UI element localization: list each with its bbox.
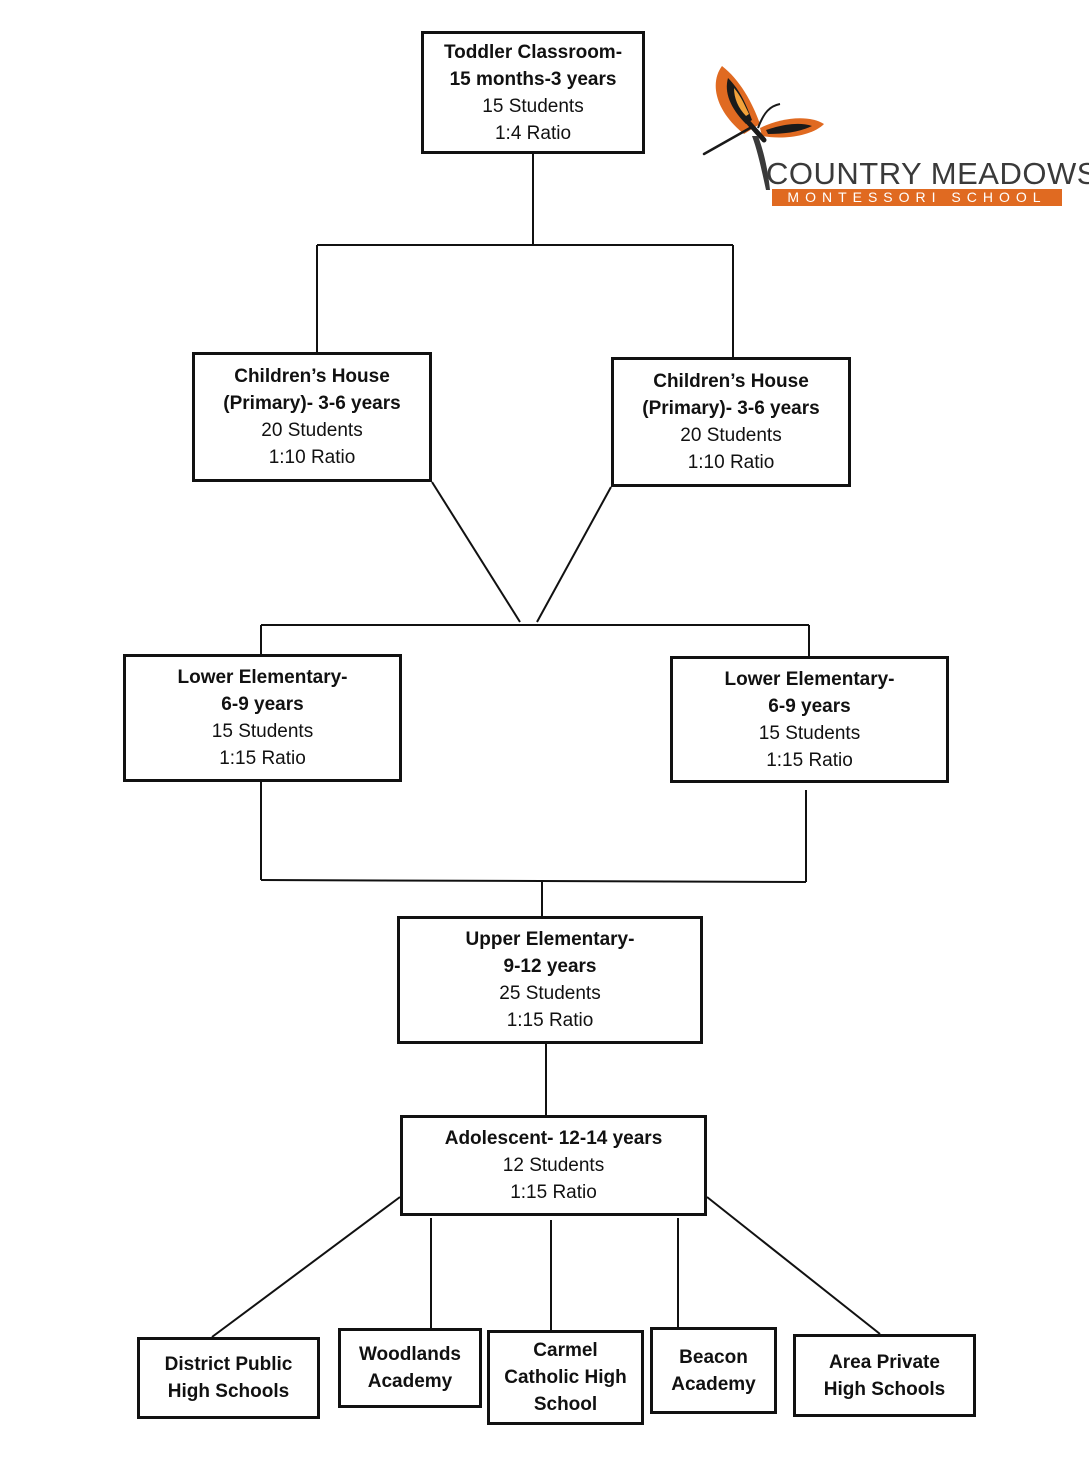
lower-elementary-box-2: Lower Elementary- 6-9 years 15 Students … bbox=[670, 656, 949, 783]
box-age-range: 6-9 years bbox=[221, 694, 304, 715]
box-ratio: 1:15 Ratio bbox=[219, 748, 306, 769]
school-name-line: High Schools bbox=[823, 1378, 946, 1400]
logo-tagline: MONTESSORI SCHOOL bbox=[772, 189, 1062, 206]
school-logo: COUNTRY MEADOWS MONTESSORI SCHOOL bbox=[700, 62, 1089, 212]
box-ratio: 1:15 Ratio bbox=[506, 1010, 594, 1031]
box-students: 15 Students bbox=[211, 721, 314, 742]
box-title: Lower Elementary- bbox=[724, 668, 895, 690]
lower-elementary-box-1: Lower Elementary- 6-9 years 15 Students … bbox=[123, 654, 402, 782]
box-title: Upper Elementary- bbox=[465, 929, 635, 950]
school-name-line: Academy bbox=[671, 1373, 756, 1395]
box-students: 12 Students bbox=[502, 1155, 605, 1176]
school-name-line: Carmel bbox=[533, 1340, 598, 1361]
box-title: Lower Elementary- bbox=[177, 667, 348, 688]
box-age-range: (Primary)- 3-6 years bbox=[642, 398, 820, 419]
school-box-beacon: Beacon Academy bbox=[650, 1327, 777, 1414]
box-ratio: 1:10 Ratio bbox=[268, 447, 356, 468]
school-name-line: Area Private bbox=[829, 1351, 940, 1373]
school-name-line: District Public bbox=[164, 1354, 293, 1375]
box-ratio: 1:10 Ratio bbox=[687, 452, 775, 473]
upper-elementary-box: Upper Elementary- 9-12 years 25 Students… bbox=[397, 916, 703, 1044]
box-students: 25 Students bbox=[499, 983, 601, 1004]
school-box-district-public: District Public High Schools bbox=[137, 1337, 320, 1419]
school-name-line: Catholic High bbox=[504, 1367, 627, 1388]
childrens-house-box-2: Children’s House (Primary)- 3-6 years 20… bbox=[611, 357, 851, 487]
school-name-line: School bbox=[533, 1394, 598, 1415]
box-students: 15 Students bbox=[758, 722, 861, 744]
school-box-area-private: Area Private High Schools bbox=[793, 1334, 976, 1417]
box-age-range: 6-9 years bbox=[768, 695, 851, 717]
school-box-woodlands: Woodlands Academy bbox=[338, 1328, 482, 1408]
toddler-classroom-box: Toddler Classroom- 15 months-3 years 15 … bbox=[421, 31, 645, 154]
school-box-carmel-catholic: Carmel Catholic High School bbox=[487, 1330, 644, 1425]
school-name-line: Beacon bbox=[679, 1346, 748, 1368]
box-ratio: 1:15 Ratio bbox=[510, 1182, 597, 1203]
school-name-line: High Schools bbox=[167, 1381, 290, 1402]
box-age-range: 15 months-3 years bbox=[449, 68, 617, 90]
box-ratio: 1:4 Ratio bbox=[494, 122, 572, 144]
box-ratio: 1:15 Ratio bbox=[766, 749, 853, 771]
school-name-line: Woodlands bbox=[358, 1344, 462, 1365]
box-students: 15 Students bbox=[482, 95, 584, 117]
logo-name: COUNTRY MEADOWS bbox=[766, 156, 1089, 191]
school-name-line: Academy bbox=[367, 1371, 453, 1392]
butterfly-icon bbox=[702, 66, 824, 190]
box-age-range: 9-12 years bbox=[503, 956, 597, 977]
box-title: Children’s House bbox=[234, 366, 390, 387]
childrens-house-box-1: Children’s House (Primary)- 3-6 years 20… bbox=[192, 352, 432, 482]
box-students: 20 Students bbox=[680, 425, 782, 446]
box-students: 20 Students bbox=[261, 420, 363, 441]
box-title: Children’s House bbox=[653, 371, 809, 392]
adolescent-box: Adolescent- 12-14 years 12 Students 1:15… bbox=[400, 1115, 707, 1216]
box-title: Adolescent- 12-14 years bbox=[444, 1128, 663, 1149]
box-age-range: (Primary)- 3-6 years bbox=[223, 393, 401, 414]
box-title: Toddler Classroom- bbox=[443, 41, 623, 63]
